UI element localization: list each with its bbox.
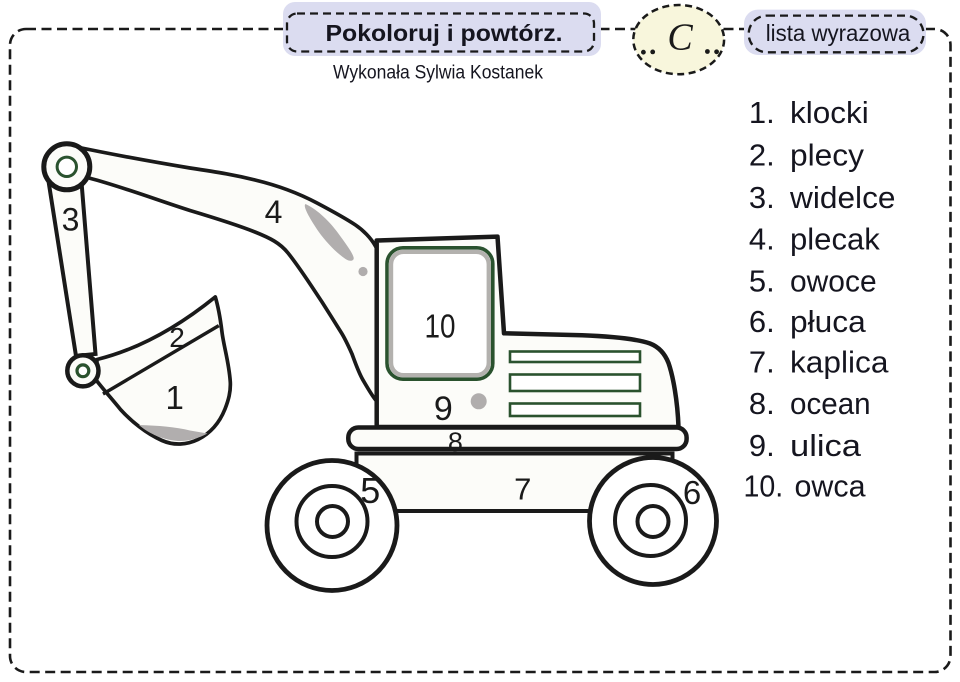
- svg-text:owoce: owoce: [790, 263, 877, 298]
- svg-text:7.: 7.: [749, 344, 775, 379]
- svg-text:2.: 2.: [749, 137, 775, 172]
- svg-text:ulica: ulica: [790, 428, 862, 463]
- svg-text:5.: 5.: [749, 263, 775, 298]
- svg-text:C: C: [667, 17, 693, 59]
- svg-text:plecak: plecak: [790, 222, 880, 257]
- svg-text:4: 4: [265, 194, 283, 230]
- svg-text:2: 2: [169, 322, 185, 353]
- svg-text:8.: 8.: [749, 386, 775, 421]
- svg-text:5: 5: [360, 470, 380, 511]
- svg-text:8: 8: [448, 427, 463, 457]
- svg-text:1.: 1.: [749, 95, 775, 130]
- svg-text:owca: owca: [795, 469, 867, 504]
- svg-text:klocki: klocki: [790, 95, 869, 130]
- svg-text:10: 10: [425, 307, 456, 344]
- svg-text:Wykonała Sylwia Kostanek: Wykonała Sylwia Kostanek: [333, 63, 543, 84]
- svg-text:4.: 4.: [749, 222, 775, 257]
- svg-text:7: 7: [514, 472, 531, 507]
- svg-text:lista wyrazowa: lista wyrazowa: [766, 20, 911, 46]
- svg-text:9: 9: [434, 390, 453, 428]
- svg-text:6.: 6.: [749, 304, 775, 339]
- svg-text:plecy: plecy: [790, 137, 865, 172]
- svg-text:9.: 9.: [749, 428, 775, 463]
- svg-text:kaplica: kaplica: [790, 344, 889, 379]
- svg-text:10.: 10.: [744, 469, 784, 504]
- svg-text:1: 1: [166, 379, 184, 416]
- svg-text:płuca: płuca: [790, 304, 866, 339]
- svg-text:Pokoloruj i powtórz.: Pokoloruj i powtórz.: [326, 20, 563, 46]
- svg-text:6: 6: [683, 474, 701, 511]
- svg-text:widelce: widelce: [789, 180, 896, 215]
- svg-text:ocean: ocean: [790, 386, 871, 421]
- svg-text:3.: 3.: [749, 180, 775, 215]
- svg-text:3: 3: [62, 202, 80, 238]
